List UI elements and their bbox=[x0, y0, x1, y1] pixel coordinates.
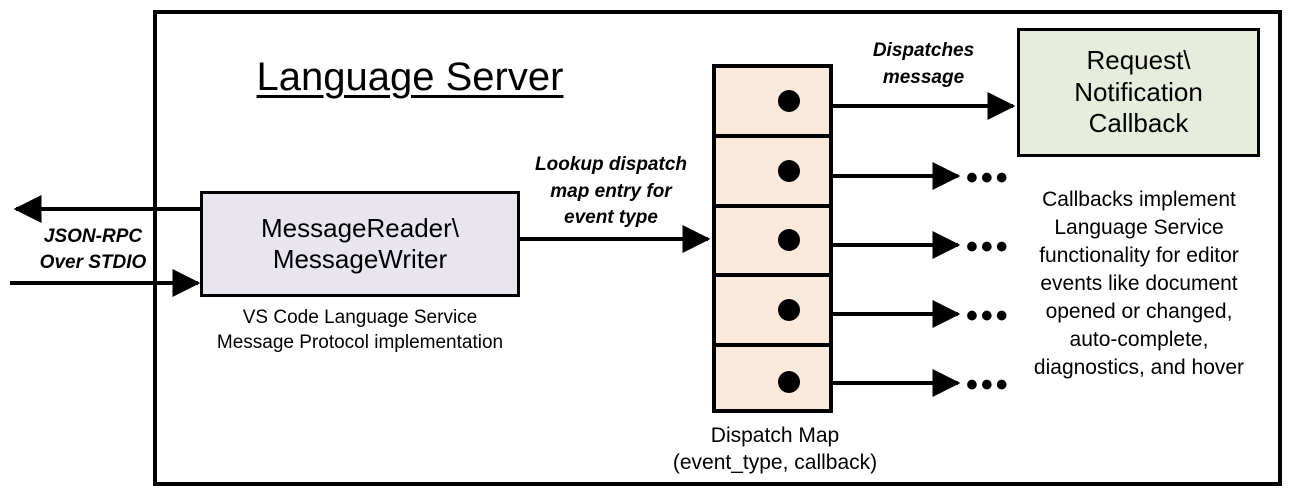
ellipsis-icon: ••• bbox=[966, 297, 1011, 335]
ellipsis-icon: ••• bbox=[966, 159, 1011, 197]
language-server-boundary bbox=[153, 10, 1282, 486]
dispatch-map-caption: Dispatch Map (event_type, callback) bbox=[672, 424, 878, 474]
callback-pointer-dot bbox=[778, 229, 800, 252]
page-title: Language Server bbox=[256, 55, 564, 99]
dispatch-map-row[interactable] bbox=[716, 138, 829, 208]
callback-pointer-dot bbox=[778, 159, 800, 182]
edge-label-lookup-dispatch: Lookup dispatch map entry for event type bbox=[535, 154, 687, 229]
dispatch-map-table[interactable] bbox=[712, 64, 833, 413]
dispatch-map-row[interactable] bbox=[716, 277, 829, 348]
message-reader-writer-box[interactable]: MessageReader\ MessageWriter bbox=[200, 191, 520, 297]
request-notification-callback-label: Request\ Notification Callback bbox=[1074, 44, 1203, 139]
edge-label-jsonrpc: JSON-RPC Over STDIO bbox=[39, 226, 147, 273]
dispatch-map-row[interactable] bbox=[716, 208, 829, 278]
message-reader-writer-label: MessageReader\ MessageWriter bbox=[261, 212, 459, 274]
callback-description: Callbacks implement Language Service fun… bbox=[1033, 188, 1245, 379]
callback-pointer-dot bbox=[778, 89, 800, 112]
ellipsis-icon: ••• bbox=[966, 366, 1011, 404]
dispatch-map-row[interactable] bbox=[716, 68, 829, 138]
request-notification-callback-box[interactable]: Request\ Notification Callback bbox=[1017, 28, 1260, 157]
dispatch-map-row[interactable] bbox=[716, 347, 829, 417]
callback-pointer-dot bbox=[778, 371, 800, 394]
message-reader-caption: VS Code Language Service Message Protoco… bbox=[216, 307, 504, 353]
callback-pointer-dot bbox=[778, 299, 800, 322]
edge-label-dispatches-message: Dispatches message bbox=[872, 40, 975, 88]
ellipsis-icon: ••• bbox=[966, 228, 1011, 266]
